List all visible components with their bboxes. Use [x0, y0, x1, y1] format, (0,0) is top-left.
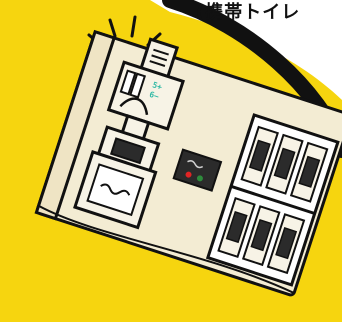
- panel-group: 5+ 6−: [34, 29, 342, 297]
- stp-slot: [129, 72, 147, 99]
- caption-text: (携帯トイレ: [196, 2, 301, 23]
- panel-bottom-edge: [38, 204, 295, 294]
- indicator-wave-icon: [187, 160, 204, 169]
- breaker-wave-icon: [100, 183, 131, 196]
- branch-breaker-row-bottom: [217, 197, 306, 275]
- red-led: [185, 171, 192, 178]
- panel-left-frame: [34, 29, 117, 221]
- stp-cable: [119, 97, 149, 116]
- main-breaker-window: [86, 163, 145, 217]
- stp-label-top: 5+: [151, 80, 163, 92]
- white-swoosh: [150, 0, 342, 100]
- plug-socket: [109, 137, 146, 165]
- green-led: [196, 175, 203, 182]
- branch-breaker-row-top: [240, 125, 329, 203]
- branch-divider: [230, 184, 316, 215]
- stp-connector-ridges: [149, 48, 169, 67]
- indicator-box: [172, 148, 223, 192]
- stp-slot: [119, 69, 137, 96]
- stp-label-bottom: 6−: [148, 90, 160, 102]
